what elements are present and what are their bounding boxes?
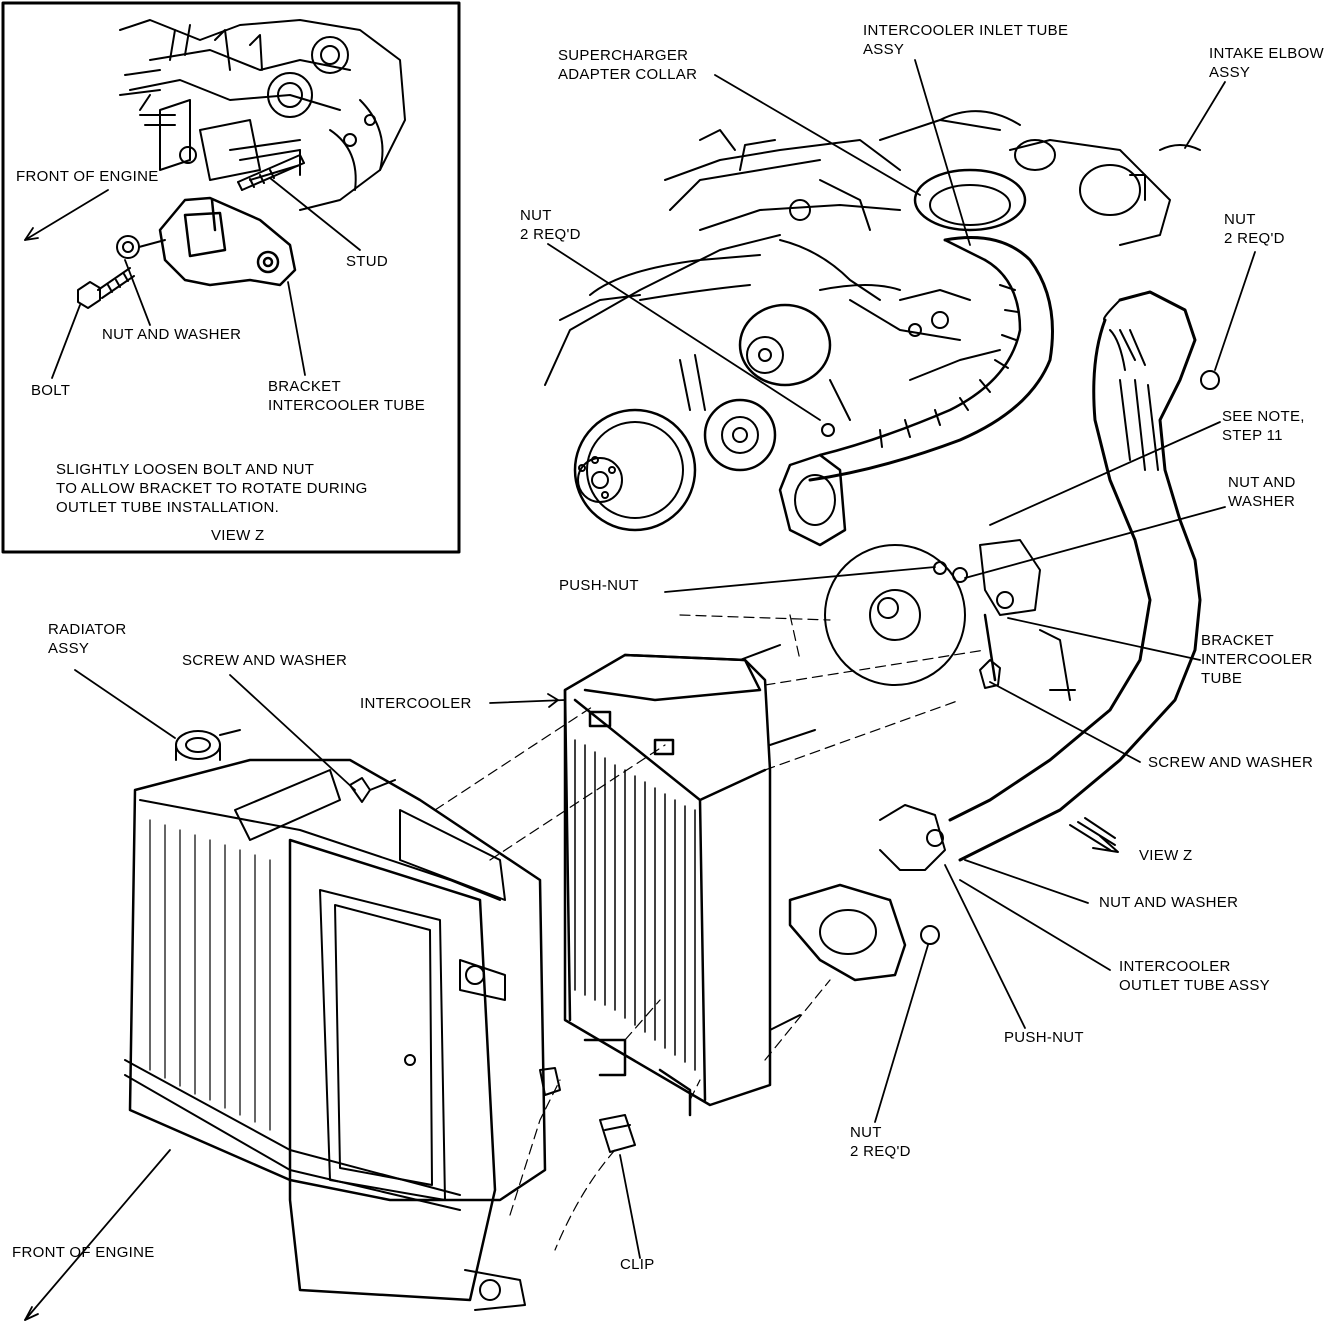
intercooler-label: INTERCOOLER <box>360 695 472 712</box>
clip-part <box>599 1114 636 1153</box>
nut-right-label: NUT 2 REQ'D <box>1224 210 1285 248</box>
inset-note: SLIGHTLY LOOSEN BOLT AND NUT TO ALLOW BR… <box>56 460 368 517</box>
outlet-tube-line2: OUTLET TUBE ASSY <box>1119 977 1270 994</box>
bracket-line3: TUBE <box>1201 670 1243 687</box>
inset-stud-label: STUD <box>346 253 389 270</box>
inset-view-z <box>1 1 461 554</box>
nut-bottom-line1: NUT <box>850 1124 882 1141</box>
radiator-line2: ASSY <box>48 640 90 657</box>
inset-bolt-label: BOLT <box>31 382 71 399</box>
intercooler-core <box>563 644 816 1117</box>
supercharger-collar-line2: ADAPTER COLLAR <box>558 66 698 83</box>
inset-nut-washer-label: NUT AND WASHER <box>102 326 242 343</box>
see-note-line2: STEP 11 <box>1222 427 1283 444</box>
engine-assembly <box>544 110 1220 982</box>
inset-bolt <box>77 267 135 309</box>
view-z-label: VIEW Z <box>1139 847 1193 864</box>
intake-elbow-label: INTAKE ELBOW ASSY <box>1209 44 1324 82</box>
nut-washer-upper-line2: WASHER <box>1228 493 1296 510</box>
see-note-line1: SEE NOTE, <box>1222 408 1305 425</box>
inset-bracket <box>158 196 297 287</box>
nut-left-line2: 2 REQ'D <box>520 226 581 243</box>
nut-washer-upper-line1: NUT AND <box>1228 474 1296 491</box>
clip-label: CLIP <box>620 1256 655 1273</box>
inset-stud <box>237 154 305 191</box>
nut-bottom-label: NUT 2 REQ'D <box>850 1123 911 1161</box>
inlet-tube-label: INTERCOOLER INLET TUBE ASSY <box>863 21 1068 59</box>
inset-engine-block <box>119 19 406 211</box>
inlet-tube-line2: ASSY <box>863 41 905 58</box>
nut-right-line1: NUT <box>1224 211 1256 228</box>
bracket-line2: INTERCOOLER <box>1201 651 1313 668</box>
intercooler-inlet-tube <box>778 236 1054 547</box>
push-nut-upper-label: PUSH-NUT <box>559 577 639 594</box>
radiator-label: RADIATOR ASSY <box>48 620 127 658</box>
front-of-engine-label: FRONT OF ENGINE <box>12 1244 155 1261</box>
leader-lines <box>24 59 1256 1321</box>
inset-bracket-line1: BRACKET <box>268 378 341 395</box>
nut-washer-lower-label: NUT AND WASHER <box>1099 894 1239 911</box>
screw-washer-left-label: SCREW AND WASHER <box>182 652 348 669</box>
intake-elbow-line2: ASSY <box>1209 64 1251 81</box>
inlet-tube-line1: INTERCOOLER INLET TUBE <box>863 22 1069 39</box>
outlet-tube-label: INTERCOOLER OUTLET TUBE ASSY <box>1119 957 1270 995</box>
inset-nut-and-washer <box>116 235 166 259</box>
alignment-lines <box>434 614 986 1251</box>
nut-bottom-line2: 2 REQ'D <box>850 1143 911 1160</box>
supercharger-collar-line1: SUPERCHARGER <box>558 47 689 64</box>
supercharger-collar-label: SUPERCHARGER ADAPTER COLLAR <box>558 46 697 84</box>
inset-leaders <box>24 177 361 379</box>
push-nut-lower-label: PUSH-NUT <box>1004 1029 1084 1046</box>
nut-washer-upper-label: NUT AND WASHER <box>1228 473 1296 511</box>
intercooler-outlet-tube <box>788 290 1202 982</box>
inset-bracket-line2: INTERCOOLER TUBE <box>268 397 426 414</box>
inset-note-line1: SLIGHTLY LOOSEN BOLT AND NUT <box>56 461 315 478</box>
intake-elbow-line1: INTAKE ELBOW <box>1209 45 1325 62</box>
view-z-arrow <box>1069 817 1119 853</box>
bracket-label: BRACKET INTERCOOLER TUBE <box>1201 631 1313 688</box>
nut-left-line1: NUT <box>520 207 552 224</box>
nut-left-label: NUT 2 REQ'D <box>520 206 581 244</box>
see-note-label: SEE NOTE, STEP 11 <box>1222 407 1305 445</box>
inset-view-title: VIEW Z <box>211 527 265 544</box>
inset-note-line2: TO ALLOW BRACKET TO ROTATE DURING <box>56 480 368 497</box>
inset-front-of-engine-label: FRONT OF ENGINE <box>16 168 159 185</box>
radiator-assembly <box>124 729 561 1311</box>
bracket-line1: BRACKET <box>1201 632 1274 649</box>
inset-note-line3: OUTLET TUBE INSTALLATION. <box>56 499 280 516</box>
nut-right-line2: 2 REQ'D <box>1224 230 1285 247</box>
inset-bracket-label: BRACKET INTERCOOLER TUBE <box>268 377 425 415</box>
radiator-line1: RADIATOR <box>48 621 127 638</box>
screw-washer-right-label: SCREW AND WASHER <box>1148 754 1314 771</box>
outlet-tube-line1: INTERCOOLER <box>1119 958 1231 975</box>
